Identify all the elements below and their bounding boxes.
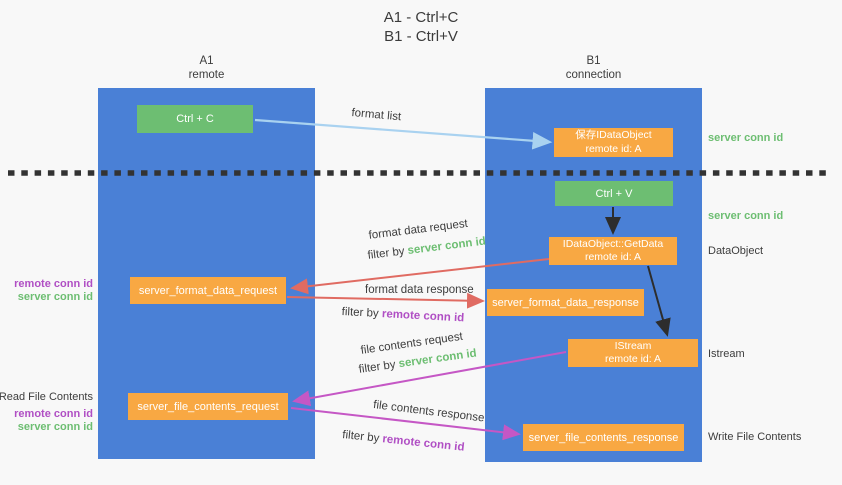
arrow-format-data-request bbox=[290, 258, 550, 295]
label-istream: Istream bbox=[708, 348, 745, 360]
page-title: A1 - Ctrl+C B1 - Ctrl+V bbox=[0, 8, 842, 46]
lane-b-title: B1 bbox=[586, 55, 601, 67]
label-format-data-response: format data response bbox=[365, 284, 474, 296]
node-ctrl-v: Ctrl + V bbox=[555, 181, 673, 206]
node-istream-line2: remote id: A bbox=[604, 353, 662, 365]
node-istream: IStream remote id: A bbox=[568, 339, 698, 367]
label-write-file-contents: Write File Contents bbox=[708, 431, 802, 443]
node-istream-line1: IStream bbox=[614, 339, 652, 352]
node-ctrl-c: Ctrl + C bbox=[137, 105, 253, 133]
label-remote-conn-id-file: remote conn id bbox=[14, 408, 93, 420]
lane-b-subtitle: connection bbox=[565, 69, 622, 81]
node-ctrl-v-label: Ctrl + V bbox=[595, 187, 633, 200]
node-save-dataobject: 保存IDataObject remote id: A bbox=[554, 128, 673, 157]
node-save-dataobject-line2: remote id: A bbox=[585, 142, 642, 155]
label-server-conn-id-top: server conn id bbox=[708, 132, 784, 144]
node-ctrl-c-label: Ctrl + C bbox=[176, 113, 214, 125]
arrow-format-data-response bbox=[286, 292, 485, 309]
node-server-file-contents-request-label: server_file_contents_request bbox=[137, 400, 279, 413]
lane-b-header: B1 connection bbox=[485, 54, 702, 82]
node-server-format-data-response-label: server_format_data_response bbox=[492, 296, 639, 309]
label-dataobject: DataObject bbox=[708, 245, 764, 257]
arrow-getdata-to-istream bbox=[647, 265, 671, 337]
label-server-conn-id-mid: server conn id bbox=[708, 210, 784, 222]
node-server-file-contents-request: server_file_contents_request bbox=[128, 393, 288, 420]
title-line-1: A1 - Ctrl+C bbox=[383, 9, 459, 26]
label-remote-conn-id-format: remote conn id bbox=[14, 278, 93, 290]
lane-a-subtitle: remote bbox=[188, 69, 225, 81]
lane-a-header: A1 remote bbox=[98, 54, 315, 82]
node-server-format-data-request: server_format_data_request bbox=[130, 277, 286, 304]
node-server-format-data-request-label: server_format_data_request bbox=[138, 284, 278, 297]
label-left-conn-ids-format: remote conn id server conn id bbox=[14, 278, 93, 304]
arrow-format-list bbox=[254, 118, 553, 150]
node-server-format-data-response: server_format_data_response bbox=[487, 289, 644, 316]
label-left-conn-ids-file: remote conn id server conn id bbox=[14, 408, 93, 434]
node-server-file-contents-response-label: server_file_contents_response bbox=[528, 431, 679, 444]
node-save-dataobject-line1: 保存IDataObject bbox=[575, 129, 652, 141]
arrow-file-contents-request bbox=[292, 351, 567, 407]
arrow-file-contents-response bbox=[290, 407, 521, 441]
node-getdata-line2: remote id: A bbox=[584, 251, 641, 263]
node-server-file-contents-response: server_file_contents_response bbox=[523, 424, 684, 451]
lane-a-title: A1 bbox=[199, 55, 214, 67]
node-getdata: IDataObject::GetData remote id: A bbox=[549, 237, 677, 265]
node-getdata-line1: IDataObject::GetData bbox=[562, 237, 664, 250]
title-line-2: B1 - Ctrl+V bbox=[384, 28, 458, 45]
label-server-conn-id-file: server conn id bbox=[17, 421, 93, 433]
label-read-file-contents: Read File Contents bbox=[0, 391, 93, 403]
label-server-conn-id-format: server conn id bbox=[17, 291, 93, 303]
